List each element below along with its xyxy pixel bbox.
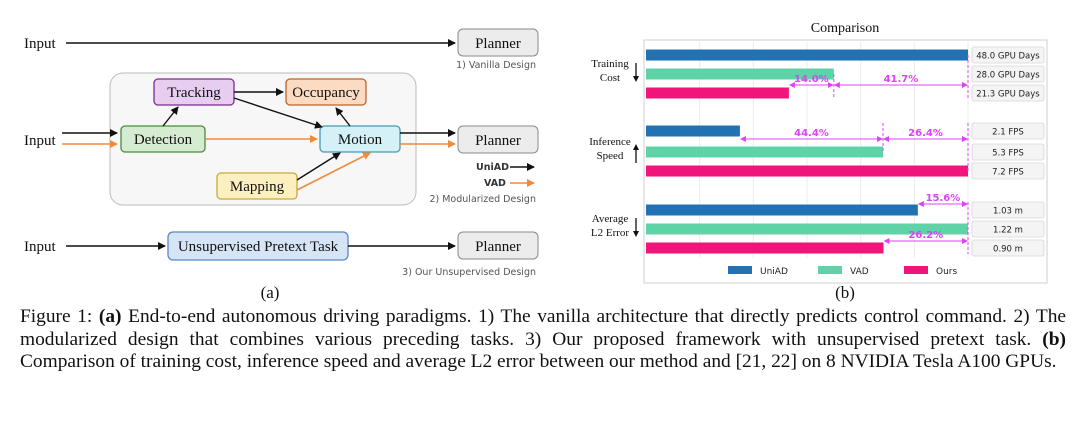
input-label-1: Input	[24, 36, 56, 52]
design2-caption: 2) Modularized Design	[429, 194, 536, 205]
value-label: 2.1 FPS	[992, 128, 1024, 138]
value-label: 0.90 m	[993, 245, 1023, 255]
caption-a-text: End-to-end autonomous driving paradigms.…	[20, 306, 1066, 350]
arrow-down-icon	[633, 231, 639, 237]
chart-title: Comparison	[811, 21, 879, 36]
bar-vad	[646, 146, 884, 158]
value-label-box	[971, 122, 1045, 140]
bar-ours	[646, 242, 884, 254]
value-label-box	[971, 84, 1045, 102]
planner-box-1	[457, 28, 539, 57]
annotation-speed-vad-label: 26.4%	[908, 128, 943, 139]
detection-to-tracking	[162, 106, 179, 127]
input-label-2: Input	[24, 133, 56, 149]
panel-b-label: (b)	[835, 283, 855, 302]
value-label-box	[971, 201, 1045, 219]
legend-label-vad: VAD	[850, 267, 869, 277]
value-label: 48.0 GPU Days	[976, 52, 1040, 62]
bar-uniad	[646, 49, 968, 61]
annotation-l2-vad-label: 26.2%	[908, 230, 943, 241]
motion-label: Motion	[338, 132, 383, 148]
input-label-3: Input	[24, 239, 56, 255]
mapping-to-motion-vad	[296, 152, 371, 191]
legend-label-uniad: UniAD	[760, 267, 788, 277]
annotation-training-uniad-label: 41.7%	[884, 74, 919, 85]
pretext-label: Unsupervised Pretext Task	[178, 239, 339, 255]
planner-label-1: Planner	[475, 36, 521, 52]
value-label: 5.3 FPS	[992, 149, 1024, 159]
group-label-line1: Inference	[589, 136, 631, 148]
legend-label-ours: Ours	[936, 267, 957, 277]
bar-vad	[646, 68, 834, 80]
occupancy-box	[285, 78, 367, 106]
bar-ours	[646, 87, 789, 99]
arrow-down-icon	[633, 76, 639, 82]
legend-uniad-label: UniAD	[476, 162, 509, 173]
motion-box	[319, 125, 401, 153]
tracking-to-motion	[233, 97, 323, 129]
planner-box-3	[457, 231, 539, 260]
mapping-label: Mapping	[230, 179, 285, 195]
value-label: 7.2 FPS	[992, 168, 1024, 178]
value-label: 21.3 GPU Days	[976, 90, 1040, 100]
motion-to-occupancy	[335, 107, 351, 127]
annotation-l2-uniad-label: 15.6%	[926, 193, 961, 204]
caption-b-text: Comparison of training cost, inference s…	[20, 351, 1057, 372]
planner-label-3: Planner	[475, 239, 521, 255]
value-label-box	[971, 239, 1045, 257]
annotation-training-vad-label: 14.0%	[794, 74, 829, 85]
legend-vad-label: VAD	[484, 178, 506, 189]
bar-uniad	[646, 125, 740, 137]
mapping-to-motion-uniad	[296, 152, 341, 181]
panel-a-label: (a)	[261, 283, 280, 302]
bar-uniad	[646, 204, 918, 216]
value-label: 28.0 GPU Days	[976, 71, 1040, 81]
detection-label: Detection	[134, 132, 193, 148]
group-label-line1: Average	[592, 213, 629, 225]
group-label-line1: Training	[591, 58, 629, 70]
legend-swatch-uniad	[728, 266, 752, 274]
figure-1: Input Planner 1) Vanilla Design Input Tr…	[24, 21, 1048, 302]
tracking-label: Tracking	[167, 85, 221, 101]
comparison-chart: Comparison TrainingCostInferenceSpeedAve…	[589, 21, 1048, 302]
arrow-up-icon	[633, 144, 639, 150]
bar-vad	[646, 223, 968, 235]
design3-caption: 3) Our Unsupervised Design	[402, 267, 536, 278]
value-label: 1.03 m	[993, 207, 1023, 217]
caption-a-tag: (a)	[98, 306, 122, 327]
planner-label-2: Planner	[475, 133, 521, 149]
value-label-box	[971, 65, 1045, 83]
mapping-box	[216, 172, 298, 200]
value-label: 1.22 m	[993, 226, 1023, 236]
occupancy-label: Occupancy	[292, 85, 360, 101]
annotation-speed-uniad-label: 44.4%	[794, 128, 829, 139]
planner-box-2	[457, 125, 539, 154]
panel-a: Input Planner 1) Vanilla Design Input Tr…	[24, 28, 539, 302]
bar-ours	[646, 165, 968, 177]
caption-b-tag: (b)	[1042, 328, 1066, 350]
value-label-box	[971, 143, 1045, 161]
group-label-line2: Speed	[597, 150, 624, 162]
figure-caption: Figure 1: (a) End-to-end autonomous driv…	[20, 306, 1066, 374]
value-label-box	[971, 46, 1045, 64]
design1-caption: 1) Vanilla Design	[456, 60, 536, 71]
group-label-line2: L2 Error	[591, 227, 630, 239]
legend-swatch-vad	[818, 266, 842, 274]
group-label-line2: Cost	[600, 72, 620, 84]
value-label-box	[971, 220, 1045, 238]
value-label-box	[971, 162, 1045, 180]
caption-figure-label: Figure 1:	[20, 306, 93, 327]
legend-swatch-ours	[904, 266, 928, 274]
